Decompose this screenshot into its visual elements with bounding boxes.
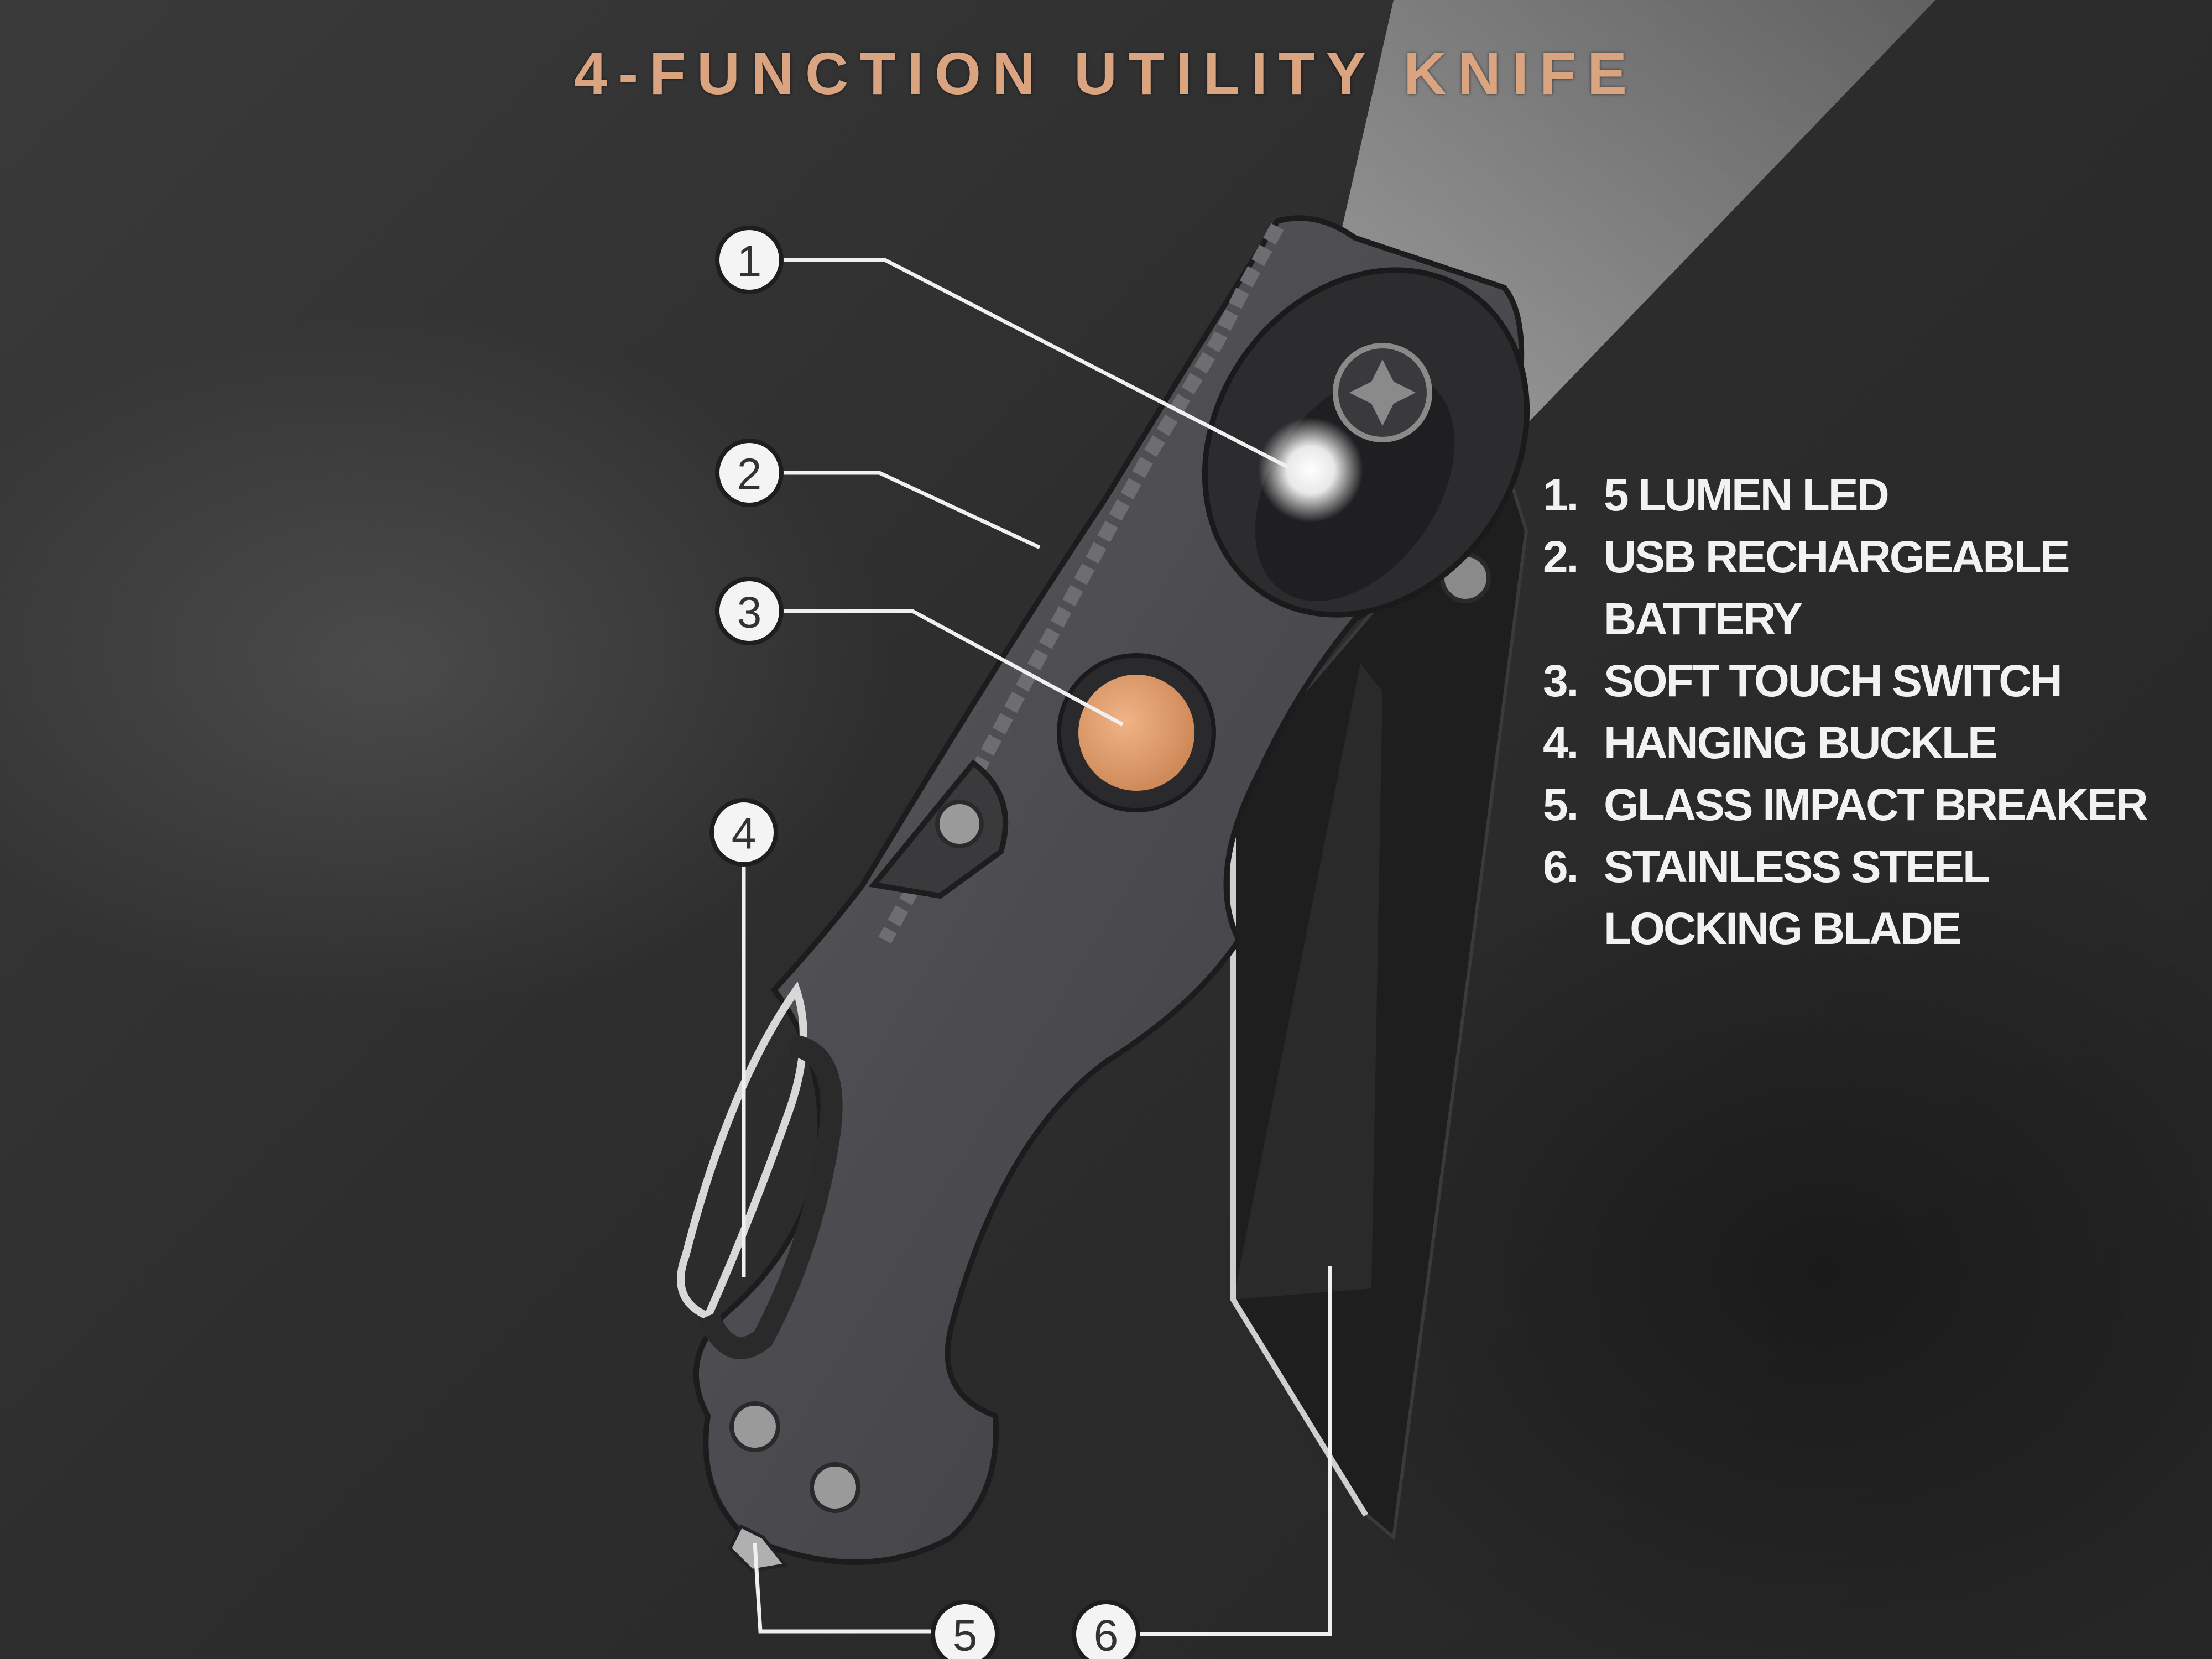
pommel-screw-2 bbox=[810, 1462, 860, 1513]
feature-item-5: 5. GLASS IMPACT BREAKER bbox=[1543, 774, 2184, 836]
callout-6-number: 6 bbox=[1094, 1611, 1119, 1659]
callout-3-line bbox=[780, 609, 1124, 727]
pommel-screw-1 bbox=[729, 1401, 780, 1452]
feature-text: USB RECHARGEABLE bbox=[1604, 532, 2070, 582]
liner-screw bbox=[935, 800, 984, 848]
callout-5-badge bbox=[931, 1600, 999, 1659]
product-title: 4-FUNCTION UTILITY KNIFE bbox=[574, 40, 1638, 107]
feature-text: SOFT TOUCH SWITCH bbox=[1604, 656, 2063, 706]
soft-touch-switch bbox=[1078, 675, 1194, 791]
blade-edge bbox=[1233, 664, 1383, 1300]
feature-number: 6. bbox=[1543, 842, 1579, 892]
feature-text: 5 LUMEN LED bbox=[1604, 470, 1890, 520]
feature-text: HANGING BUCKLE bbox=[1604, 718, 1998, 768]
callout-1-badge bbox=[715, 226, 784, 294]
serrated-spine bbox=[878, 223, 1284, 944]
feature-item-1: 1. 5 LUMEN LED bbox=[1543, 465, 2184, 526]
callout-2-line bbox=[780, 471, 1041, 550]
feature-number: 1. bbox=[1543, 470, 1579, 520]
feature-item-4: 4. HANGING BUCKLE bbox=[1543, 712, 2184, 774]
feature-item-2-continued: BATTERY bbox=[1543, 588, 2184, 650]
callout-5-line bbox=[753, 1542, 935, 1634]
feature-text: BATTERY bbox=[1604, 594, 1803, 644]
callout-6-badge bbox=[1072, 1600, 1140, 1659]
callout-group: 1 2 3 4 5 6 bbox=[709, 226, 1332, 1659]
callout-3-badge bbox=[715, 577, 784, 645]
feature-item-6: 6. STAINLESS STEEL bbox=[1543, 836, 2184, 898]
callout-6-line bbox=[1136, 1266, 1332, 1636]
callout-4-badge bbox=[709, 798, 778, 867]
callout-2-number: 2 bbox=[737, 450, 762, 499]
feature-item-3: 3. SOFT TOUCH SWITCH bbox=[1543, 650, 2184, 712]
callout-1-number: 1 bbox=[737, 237, 762, 286]
feature-text: GLASS IMPACT BREAKER bbox=[1604, 780, 2148, 830]
feature-text: STAINLESS STEEL bbox=[1604, 842, 1990, 892]
feature-text: LOCKING BLADE bbox=[1604, 904, 1961, 954]
callout-4-number: 4 bbox=[732, 809, 757, 858]
callout-1-line bbox=[780, 258, 1290, 469]
callout-5-number: 5 bbox=[953, 1611, 978, 1659]
feature-item-6-continued: LOCKING BLADE bbox=[1543, 898, 2184, 960]
feature-number: 2. bbox=[1543, 532, 1579, 582]
feature-number: 5. bbox=[1543, 780, 1579, 830]
callout-2-badge bbox=[715, 439, 784, 507]
feature-number: 4. bbox=[1543, 718, 1579, 768]
feature-item-2: 2. USB RECHARGEABLE bbox=[1543, 526, 2184, 588]
led-light bbox=[1258, 418, 1363, 523]
feature-list: 1. 5 LUMEN LED 2. USB RECHARGEABLE BATTE… bbox=[1543, 465, 2184, 960]
glass-breaker-tip bbox=[728, 1524, 789, 1573]
callout-3-number: 3 bbox=[737, 588, 762, 637]
feature-number: 3. bbox=[1543, 656, 1579, 706]
